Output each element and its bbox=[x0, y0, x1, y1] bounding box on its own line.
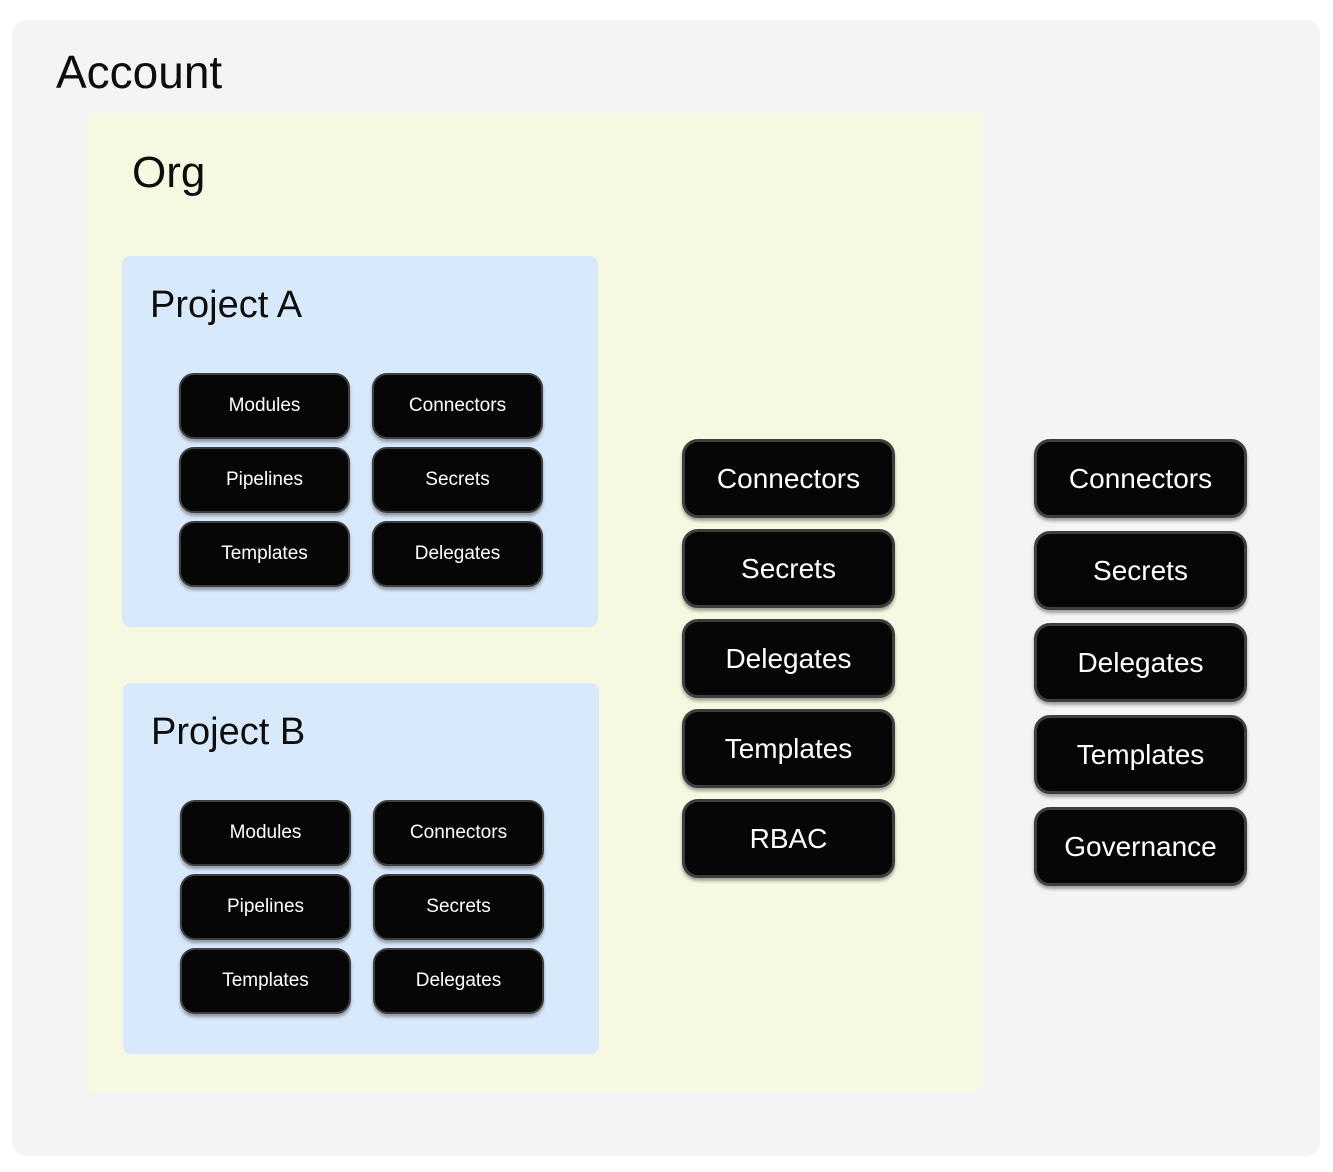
project-a-pipelines-pill: Pipelines bbox=[179, 447, 350, 513]
project-a-templates-pill: Templates bbox=[179, 521, 350, 587]
org-box: Org Project A Modules Connectors Pipelin… bbox=[86, 113, 983, 1092]
account-governance-pill: Governance bbox=[1034, 807, 1247, 886]
account-templates-pill: Templates bbox=[1034, 715, 1247, 794]
account-title: Account bbox=[56, 46, 223, 98]
project-b-modules-pill: Modules bbox=[180, 800, 351, 866]
account-secrets-pill: Secrets bbox=[1034, 531, 1247, 610]
project-b-pipelines-pill: Pipelines bbox=[180, 874, 351, 940]
project-b-templates-pill: Templates bbox=[180, 948, 351, 1014]
project-a-connectors-pill: Connectors bbox=[372, 373, 543, 439]
project-b-delegates-pill: Delegates bbox=[373, 948, 544, 1014]
org-delegates-pill: Delegates bbox=[682, 619, 895, 698]
project-b-resource-grid: Modules Connectors Pipelines Secrets Tem… bbox=[180, 800, 544, 1014]
account-resource-column: Connectors Secrets Delegates Templates G… bbox=[1034, 439, 1247, 886]
project-b-secrets-pill: Secrets bbox=[373, 874, 544, 940]
project-a-delegates-pill: Delegates bbox=[372, 521, 543, 587]
project-a-secrets-pill: Secrets bbox=[372, 447, 543, 513]
org-title: Org bbox=[132, 148, 206, 197]
account-connectors-pill: Connectors bbox=[1034, 439, 1247, 518]
project-a-resource-grid: Modules Connectors Pipelines Secrets Tem… bbox=[179, 373, 543, 587]
project-b-box: Project B Modules Connectors Pipelines S… bbox=[123, 683, 599, 1054]
project-b-title: Project B bbox=[151, 711, 306, 753]
org-resource-column: Connectors Secrets Delegates Templates R… bbox=[682, 439, 895, 878]
account-box: Account Org Project A Modules Connectors… bbox=[12, 20, 1320, 1156]
project-a-box: Project A Modules Connectors Pipelines S… bbox=[122, 256, 598, 627]
account-delegates-pill: Delegates bbox=[1034, 623, 1247, 702]
project-b-connectors-pill: Connectors bbox=[373, 800, 544, 866]
org-secrets-pill: Secrets bbox=[682, 529, 895, 608]
project-a-title: Project A bbox=[150, 284, 303, 326]
org-rbac-pill: RBAC bbox=[682, 799, 895, 878]
org-templates-pill: Templates bbox=[682, 709, 895, 788]
org-connectors-pill: Connectors bbox=[682, 439, 895, 518]
project-a-modules-pill: Modules bbox=[179, 373, 350, 439]
